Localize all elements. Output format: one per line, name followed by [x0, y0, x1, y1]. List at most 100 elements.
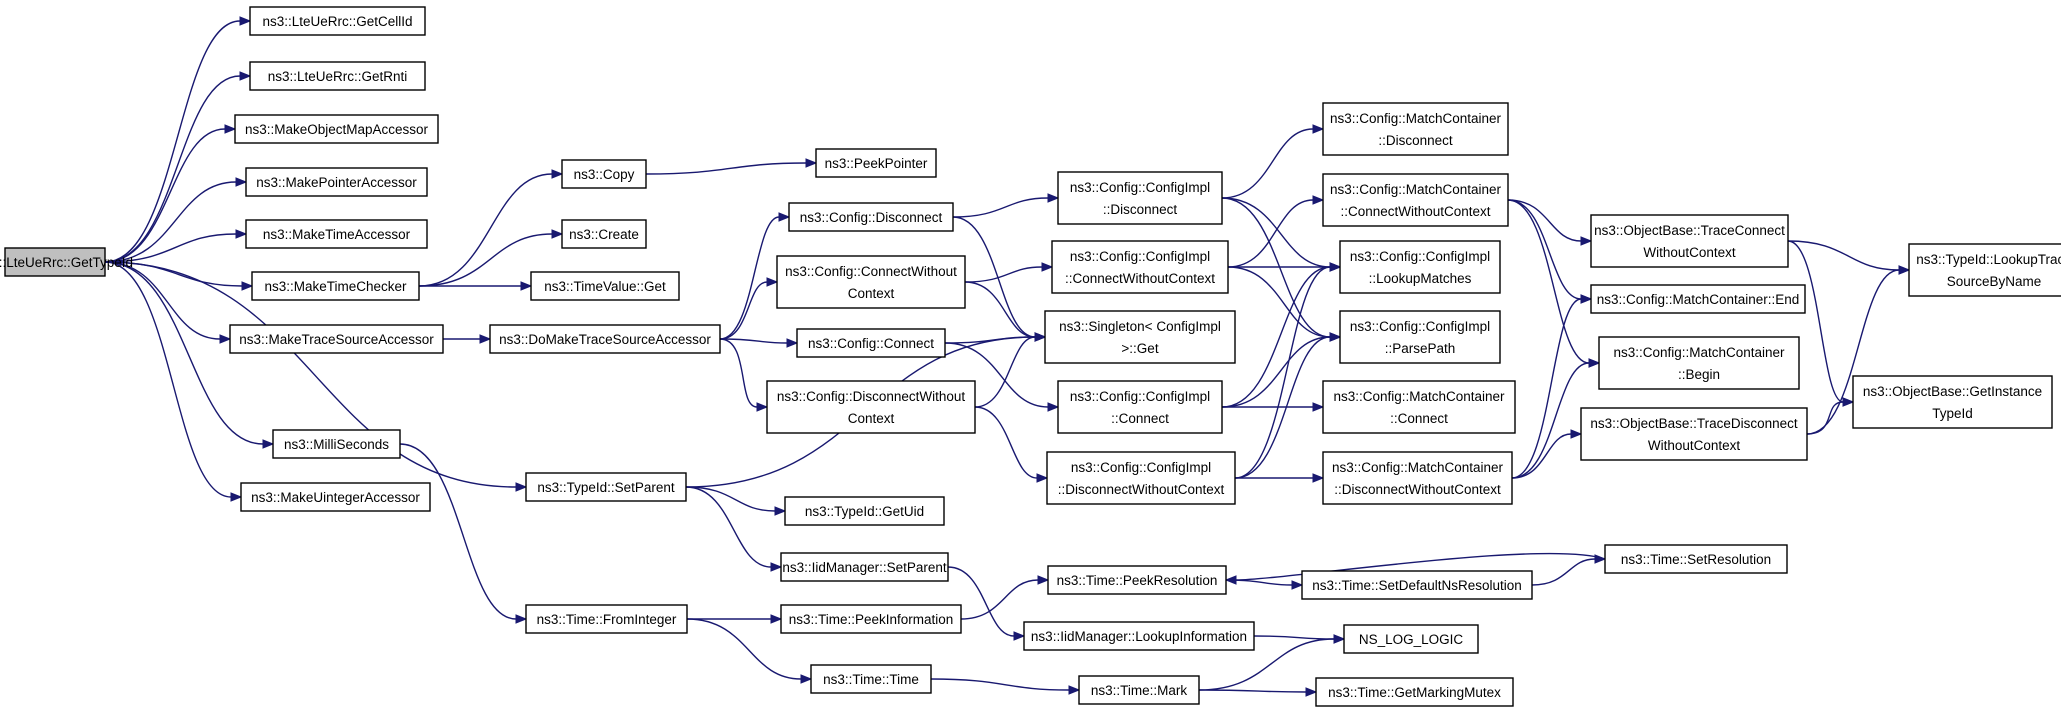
edge-n46-n30 — [1224, 552, 1606, 585]
node-ns3-lteuerrc-getcellid[interactable]: ns3::LteUeRrc::GetCellId — [249, 6, 426, 36]
node-ns3-timevalue-get[interactable]: ns3::TimeValue::Get — [530, 271, 680, 301]
node-ns3-config-disconnectwithoutcontext[interactable]: ns3::Config::DisconnectWithoutContext — [766, 380, 976, 434]
node-label: ns3::IidManager::LookupInformation — [1031, 629, 1247, 644]
node-ns3-create[interactable]: ns3::Create — [561, 219, 647, 249]
node-ns3-time-time[interactable]: ns3::Time::Time — [810, 664, 932, 694]
node-ns3-config-matchcontainer-disconnectwithoutcontext[interactable]: ns3::Config::MatchContainer::DisconnectW… — [1322, 451, 1513, 505]
node-ns3-time-peekresolution[interactable]: ns3::Time::PeekResolution — [1047, 565, 1227, 595]
node-label: Context — [848, 286, 895, 301]
node-ns3-time-peekinformation[interactable]: ns3::Time::PeekInformation — [780, 604, 962, 634]
node-ns3-domaketracesourceaccessor[interactable]: ns3::DoMakeTraceSourceAccessor — [489, 324, 721, 354]
arrowhead-icon — [1291, 580, 1304, 590]
node-ns3-config-configimpl-disconnectwithoutcontext[interactable]: ns3::Config::ConfigImpl::DisconnectWitho… — [1046, 451, 1236, 505]
node-ns3-config-configimpl-parsepath[interactable]: ns3::Config::ConfigImpl::ParsePath — [1339, 310, 1501, 364]
arrowhead-icon — [1580, 294, 1593, 304]
node-label: ns3::LteUeRrc::GetCellId — [262, 14, 412, 29]
edge-n39-n46 — [1531, 554, 1607, 586]
node-ns3-config-matchcontainer-begin[interactable]: ns3::Config::MatchContainer::Begin — [1598, 336, 1800, 390]
node-ns3-maketimeaccessor[interactable]: ns3::MakeTimeAccessor — [245, 219, 428, 249]
arrowhead-icon — [1333, 634, 1346, 644]
node-ns3-iidmanager-setparent[interactable]: ns3::IidManager::SetParent — [780, 552, 949, 582]
arrowhead-icon — [515, 482, 528, 492]
edge-line — [686, 618, 802, 680]
node-ns3-maketimechecker[interactable]: ns3::MakeTimeChecker — [251, 271, 420, 301]
arrowhead-icon — [774, 506, 787, 516]
node-ns3-peekpointer[interactable]: ns3::PeekPointer — [815, 148, 937, 178]
node-ns3-typeid-getuid[interactable]: ns3::TypeId::GetUid — [784, 496, 945, 526]
node-label: ns3::MakeTimeAccessor — [263, 227, 411, 242]
node-ns3-singleton-configimpl-get[interactable]: ns3::Singleton< ConfigImpl>::Get — [1044, 310, 1236, 364]
node-ns3-config-connect[interactable]: ns3::Config::Connect — [796, 328, 946, 358]
edge-line — [104, 261, 232, 498]
edge-n32-n40 — [1198, 634, 1346, 691]
edge-n38-n45 — [1511, 429, 1583, 479]
node-box — [1023, 621, 1255, 651]
node-label: ::Begin — [1678, 367, 1720, 382]
edge-n19-n28 — [944, 342, 1060, 412]
node-box — [780, 552, 949, 582]
arrowhead-icon — [1312, 473, 1325, 483]
edge-line — [645, 162, 807, 175]
node-ns3-time-mark[interactable]: ns3::Time::Mark — [1078, 675, 1200, 705]
node-ns3-milliseconds[interactable]: ns3::MilliSeconds — [272, 429, 401, 459]
edge-n29-n36 — [1234, 332, 1342, 479]
edge-n0-n1 — [104, 16, 252, 263]
node-ns-log-logic[interactable]: NS_LOG_LOGIC — [1343, 624, 1479, 654]
edge-line — [1221, 197, 1331, 268]
node-ns3-makeobjectmapaccessor[interactable]: ns3::MakeObjectMapAccessor — [234, 114, 439, 144]
edge-n18-n27 — [964, 281, 1047, 342]
node-ns3-iidmanager-lookupinformation[interactable]: ns3::IidManager::LookupInformation — [1023, 621, 1255, 651]
edge-n0-n3 — [104, 124, 237, 263]
edge-line — [1198, 689, 1307, 693]
node-ns3-config-matchcontainer-connect[interactable]: ns3::Config::MatchContainer::Connect — [1322, 380, 1516, 434]
arrowhead-icon — [1047, 193, 1060, 203]
node-ns3-time-getmarkingmutex[interactable]: ns3::Time::GetMarkingMutex — [1315, 677, 1514, 707]
node-box — [1315, 677, 1514, 707]
node-ns3-maketracesourceaccessor[interactable]: ns3::MakeTraceSourceAccessor — [229, 324, 444, 354]
call-graph-edges — [104, 16, 1911, 697]
node-ns3-config-configimpl-lookupmatches[interactable]: ns3::Config::ConfigImpl::LookupMatches — [1339, 240, 1501, 294]
node-box — [1047, 565, 1227, 595]
node-box — [1078, 675, 1200, 705]
node-ns3-config-matchcontainer-end[interactable]: ns3::Config::MatchContainer::End — [1590, 284, 1806, 314]
node-ns3-objectbase-tracedisconnectwithoutcontext[interactable]: ns3::ObjectBase::TraceDisconnectWithoutC… — [1580, 407, 1808, 461]
node-label: ns3::Config::MatchContainer::End — [1597, 292, 1800, 307]
node-ns3-config-matchcontainer-connectwithoutcontext[interactable]: ns3::Config::MatchContainer::ConnectWith… — [1322, 173, 1509, 227]
node-box — [1051, 240, 1229, 294]
node-ns3-config-configimpl-connectwithoutcontext[interactable]: ns3::Config::ConfigImpl::ConnectWithoutC… — [1051, 240, 1229, 294]
node-box — [1322, 380, 1516, 434]
node-box — [249, 6, 426, 36]
node-ns3-time-frominteger[interactable]: ns3::Time::FromInteger — [525, 604, 688, 634]
edge-line — [960, 579, 1039, 620]
node-ns3-makeuintegeraccessor[interactable]: ns3::MakeUintegerAccessor — [240, 482, 431, 512]
node-ns3-config-disconnect[interactable]: ns3::Config::Disconnect — [788, 202, 954, 232]
edge-line — [1531, 558, 1596, 586]
node-ns3-typeid-setparent[interactable]: ns3::TypeId::SetParent — [525, 472, 687, 502]
edge-line — [418, 173, 553, 287]
arrowhead-icon — [224, 124, 237, 134]
node-ns3-time-setdefaultnsresolution[interactable]: ns3::Time::SetDefaultNsResolution — [1301, 570, 1533, 600]
node-ns3-config-connectwithoutcontext[interactable]: ns3::Config::ConnectWithoutContext — [776, 255, 966, 309]
node-label: ns3::MakeTimeChecker — [264, 279, 407, 294]
edge-n34-n43 — [1507, 199, 1593, 304]
node-ns3-time-setresolution[interactable]: ns3::Time::SetResolution — [1604, 544, 1788, 574]
node-box — [234, 114, 439, 144]
node-ns3-lteuerrc-gettypeid[interactable]: ns3::LteUeRrc::GetTypeId — [0, 247, 133, 277]
edge-line — [1511, 298, 1582, 479]
node-ns3-lteuerrc-getrnti[interactable]: ns3::LteUeRrc::GetRnti — [249, 61, 426, 91]
node-box — [788, 202, 954, 232]
node-label: Context — [848, 411, 895, 426]
node-ns3-copy[interactable]: ns3::Copy — [561, 159, 647, 189]
node-ns3-makepointeraccessor[interactable]: ns3::MakePointerAccessor — [245, 167, 428, 197]
node-ns3-config-configimpl-disconnect[interactable]: ns3::Config::ConfigImpl::Disconnect — [1057, 171, 1223, 225]
node-ns3-objectbase-traceconnectwithoutcontext[interactable]: ns3::ObjectBase::TraceConnectWithoutCont… — [1590, 214, 1789, 268]
node-ns3-config-matchcontainer-disconnect[interactable]: ns3::Config::MatchContainer::Disconnect — [1322, 102, 1509, 156]
arrowhead-icon — [778, 212, 791, 222]
node-box — [776, 255, 966, 309]
node-label: ns3::PeekPointer — [825, 156, 928, 171]
edge-line — [1227, 199, 1314, 268]
node-ns3-config-configimpl-connect[interactable]: ns3::Config::ConfigImpl::Connect — [1057, 380, 1223, 434]
node-box — [1580, 407, 1808, 461]
